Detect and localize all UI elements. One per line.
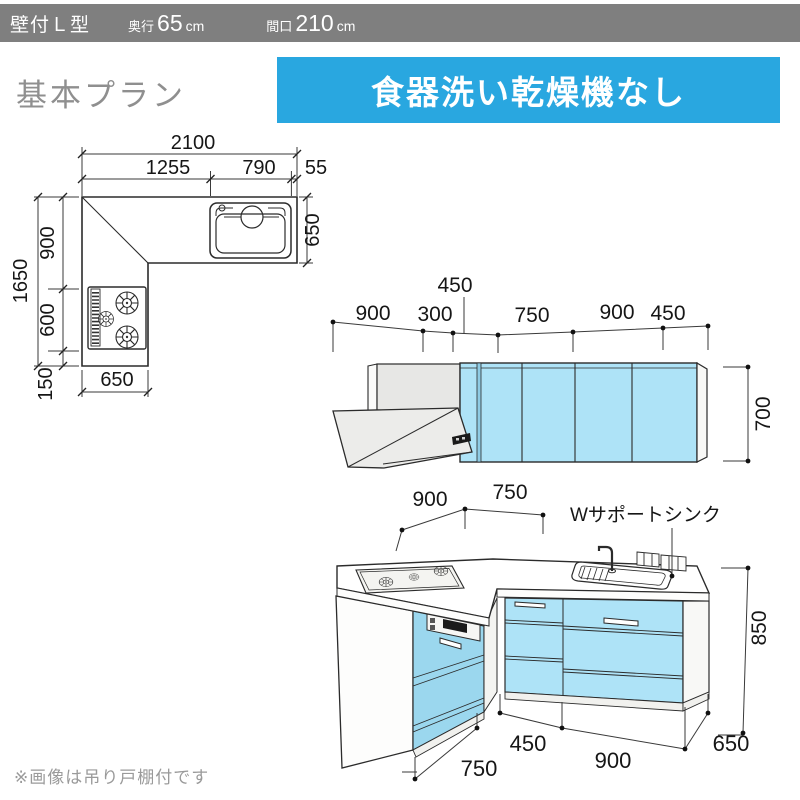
perspective-drawing: 900 750 Wサポートシンク 850 750 450 900 650 [335,481,771,782]
dim-side-depth: 650 [713,731,750,756]
dim-cabinet-height-3d: 850 [748,610,771,645]
elevation-dimensions [330,297,751,464]
right-end-panel [682,600,710,704]
option-banner-text: 食器洗い乾燥機なし [371,74,686,111]
dim-cabinet-height: 700 [752,396,775,431]
left-end-panel [335,595,414,769]
cooktop-3d [355,565,465,594]
spec-bar: 壁付Ｌ型 奥行 65 cm 間口 210 cm [0,4,800,42]
plan-sink [209,202,292,259]
wall-cabinet-side-panel [696,361,708,463]
perspective-dimension-labels: 900 750 Wサポートシンク 850 750 450 900 650 [412,481,771,781]
elevation-drawing: 900 300 450 750 900 450 700 [330,274,775,469]
dim-counter-depth: 650 [302,213,324,246]
drawer-handle-left [514,601,546,609]
dim-seg-left: 1255 [146,157,191,179]
depth-unit: cm [185,18,205,34]
depth-value: 65 [157,10,183,36]
width-unit: cm [336,18,356,34]
dim-bottom-mid: 450 [510,731,547,756]
depth-spec: 奥行 65 cm [128,12,204,35]
dim-back-left: 900 [412,488,447,511]
dim-depth-cooktop: 600 [37,303,59,336]
plan-dimension-labels: 2100 1255 790 55 650 1650 900 600 150 65… [10,132,327,401]
dim-seg-sink: 790 [242,157,275,179]
dim-elev-6: 450 [650,302,685,325]
width-spec: 間口 210 cm [266,12,355,35]
sink-drain-rack [580,566,610,582]
footnote: ※画像は吊り戸棚付です [14,768,210,787]
plan-dimensions [33,147,313,397]
hood-control-panel [452,433,471,445]
right-run-drawers [504,597,684,704]
dim-bottom-left: 750 [461,756,498,781]
dim-elev-4: 750 [514,304,549,327]
width-value: 210 [295,10,334,36]
floor-plan-drawing: 2100 1255 790 55 650 1650 900 600 150 65… [10,132,327,401]
plan-cooktop [87,286,147,350]
dim-total-width: 2100 [171,132,216,154]
perspective-dimensions [395,506,751,782]
sink-type-label: Wサポートシンク [570,504,721,526]
faucet [597,545,616,574]
sink-3d [571,545,687,590]
plan-counter [81,196,298,367]
wall-cabinet-blue [459,362,698,463]
wall-cabinet-gray [376,363,461,414]
dim-seg-end: 55 [305,157,327,179]
drawer-handle-right [603,617,639,627]
dim-back-right: 750 [492,481,527,504]
dim-leg-width: 650 [100,369,133,391]
elevation-dimension-labels: 900 300 450 750 900 450 700 [355,274,775,432]
dim-elev-3: 450 [437,274,472,297]
dim-bottom-right: 900 [595,748,632,773]
dim-depth-lower: 150 [35,367,57,400]
grill-display [443,619,467,633]
depth-label: 奥行 [128,19,155,34]
option-banner: 食器洗い乾燥機なし [277,57,780,123]
dim-depth-upper: 900 [37,226,59,259]
counter-rack [636,551,687,572]
plan-title: 基本プラン [16,78,186,113]
dim-elev-2: 300 [417,303,452,326]
dim-total-depth: 1650 [10,259,32,304]
width-label: 間口 [266,19,293,34]
layout-type-label: 壁付Ｌ型 [10,15,91,36]
range-hood [332,407,473,469]
toe-kick-left [412,711,485,758]
dim-elev-5: 900 [599,301,634,324]
dim-elev-1: 900 [355,302,390,325]
leg-drawer-handle [439,637,462,650]
